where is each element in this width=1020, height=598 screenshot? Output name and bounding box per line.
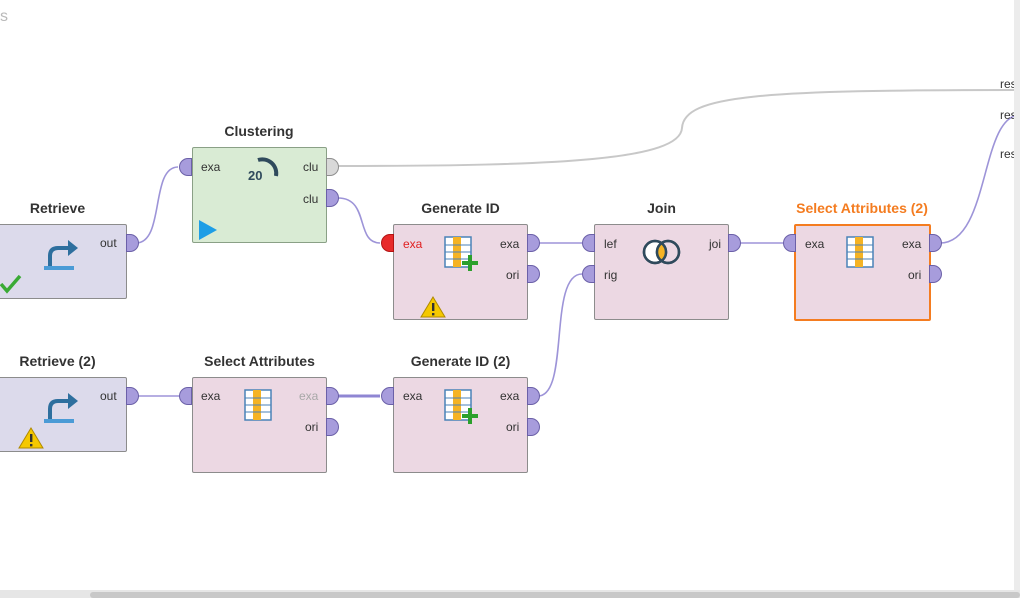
warning-icon xyxy=(18,427,44,449)
result-port-label: res xyxy=(1000,147,1017,161)
port-label-rig: rig xyxy=(604,268,618,282)
operator-retrieve-2[interactable] xyxy=(0,377,127,452)
result-port-label: res xyxy=(1000,108,1017,122)
operator-retrieve[interactable] xyxy=(0,224,127,299)
join-venn-icon xyxy=(642,239,681,265)
retrieve-arrow-icon xyxy=(44,393,78,423)
port-label-joi: joi xyxy=(709,237,722,251)
port-label-exa: exa xyxy=(805,237,825,251)
port-label-exa: exa xyxy=(299,389,319,403)
output-port[interactable] xyxy=(326,189,339,207)
output-port[interactable] xyxy=(326,158,339,176)
output-port[interactable] xyxy=(929,234,942,252)
operator-clustering[interactable] xyxy=(192,147,327,243)
operator-title-clustering: Clustering xyxy=(224,123,294,139)
warning-icon xyxy=(420,296,446,318)
port-label-out: out xyxy=(100,236,117,250)
port-label-exa: exa xyxy=(403,389,423,403)
operator-title-retrieve: Retrieve xyxy=(29,200,86,216)
output-port[interactable] xyxy=(326,387,339,405)
input-port[interactable] xyxy=(582,265,595,283)
port-label-out: out xyxy=(100,389,117,403)
output-port[interactable] xyxy=(126,234,139,252)
result-port-label: res xyxy=(1000,77,1017,91)
operator-title-generate-id: Generate ID xyxy=(421,200,500,216)
output-port[interactable] xyxy=(527,387,540,405)
table-columns-icon xyxy=(244,389,272,421)
table-columns-icon xyxy=(846,236,874,268)
wire-select-attributes-2-to-result xyxy=(939,114,1020,244)
wire-retrieve-to-clustering xyxy=(135,166,179,244)
port-label-exa: exa xyxy=(500,389,520,403)
table-add-icon xyxy=(444,236,478,271)
port-label-exa: exa xyxy=(902,237,922,251)
input-port[interactable] xyxy=(381,234,394,252)
port-label-ori: ori xyxy=(908,268,922,282)
operator-title-join: Join xyxy=(647,200,676,216)
operator-title-generate-id-2: Generate ID (2) xyxy=(410,353,511,369)
wire-clustering-to-generate-id xyxy=(337,197,381,244)
operator-title-retrieve-2: Retrieve (2) xyxy=(19,353,96,369)
port-label-exa: exa xyxy=(201,389,221,403)
operator-join[interactable] xyxy=(594,224,729,320)
port-label-ori: ori xyxy=(506,268,520,282)
table-add-icon xyxy=(444,389,478,424)
operator-title-select-attributes: Select Attributes xyxy=(204,353,315,369)
panel-title-fragment: s xyxy=(0,8,8,25)
input-port[interactable] xyxy=(381,387,394,405)
output-port[interactable] xyxy=(527,234,540,252)
input-port[interactable] xyxy=(179,158,192,176)
k-value-label: 20 xyxy=(248,168,263,183)
port-label-clu: clu xyxy=(303,160,319,174)
port-label-exa: exa xyxy=(500,237,520,251)
output-port[interactable] xyxy=(527,265,540,283)
vertical-scrollbar[interactable] xyxy=(1014,0,1020,590)
port-label-clu: clu xyxy=(303,192,319,206)
wire-clustering-to-result xyxy=(337,89,1020,167)
port-label-exa: exa xyxy=(201,160,221,174)
output-port[interactable] xyxy=(728,234,741,252)
horizontal-scrollbar-thumb[interactable] xyxy=(90,592,1020,598)
operator-title-select-attributes-2: Select Attributes (2) xyxy=(796,200,928,216)
input-port[interactable] xyxy=(783,234,796,252)
output-port[interactable] xyxy=(326,418,339,436)
port-label-ori: ori xyxy=(305,420,319,434)
output-port[interactable] xyxy=(929,265,942,283)
wire-generate-id2-to-join xyxy=(537,273,583,397)
input-port[interactable] xyxy=(582,234,595,252)
checkmark-icon xyxy=(0,274,22,294)
port-label-ori: ori xyxy=(506,420,520,434)
play-icon xyxy=(199,220,217,240)
output-port[interactable] xyxy=(126,387,139,405)
port-label-lef: lef xyxy=(604,237,617,251)
input-port[interactable] xyxy=(179,387,192,405)
output-port[interactable] xyxy=(527,418,540,436)
port-label-exa: exa xyxy=(403,237,423,251)
retrieve-arrow-icon xyxy=(44,240,78,270)
clustering-k-icon xyxy=(257,157,279,177)
